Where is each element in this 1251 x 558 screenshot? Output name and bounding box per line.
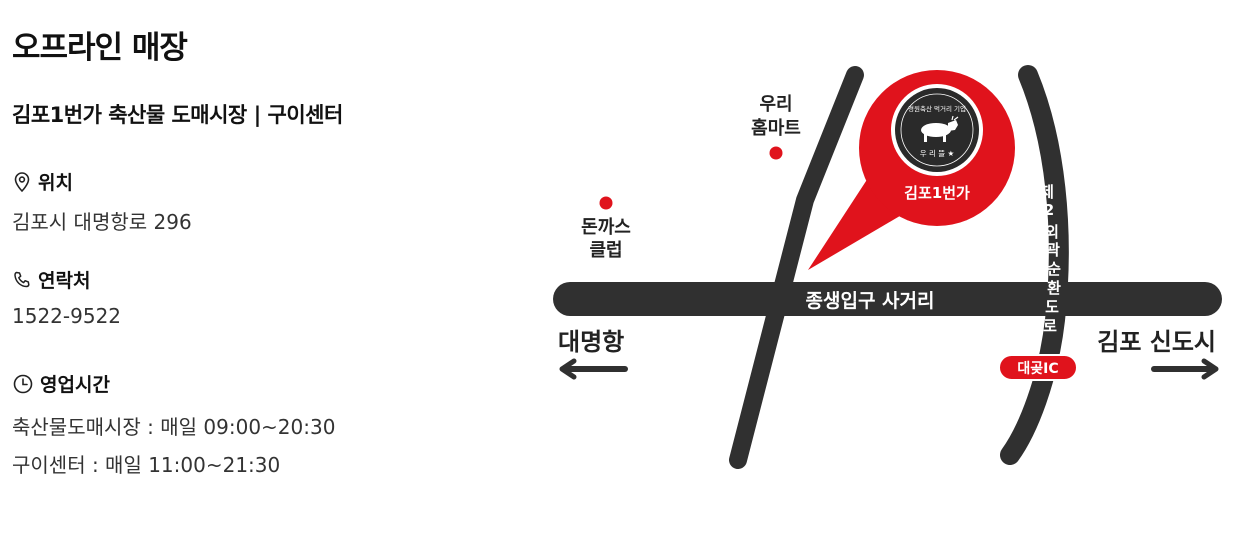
- cow-icon: [921, 115, 959, 142]
- store-subtitle: 김포1번가 축산물 도매시장 | 구이센터: [12, 103, 343, 127]
- landmark-cutlet-line2: 클럽: [589, 240, 622, 261]
- page-title: 오프라인 매장: [12, 30, 188, 66]
- contact-label: 연락처: [38, 270, 91, 292]
- contact-heading: 연락처: [12, 266, 90, 293]
- road-ring-char: 외: [1045, 223, 1059, 241]
- direction-left-label: 대명항: [558, 328, 624, 356]
- hours-heading: 영업시간: [12, 370, 110, 397]
- phone-icon: [12, 270, 32, 290]
- directions-map: 종생입구 사거리 제 2 외 곽 순 환 도 로 우리 홈마트 돈까스 클럽 경…: [553, 65, 1222, 469]
- location-address: 김포시 대명항로 296: [12, 210, 192, 234]
- direction-right-label: 김포 신도시: [1097, 328, 1216, 356]
- road-ring-char: 순: [1047, 260, 1061, 278]
- clock-icon: [12, 373, 34, 395]
- road-ring-char: 도: [1045, 298, 1059, 316]
- store-logo-inner-ring: [900, 93, 974, 167]
- ic-badge-label: 대곶IC: [1017, 361, 1058, 377]
- hours-market: 축산물도매시장 : 매일 09:00~20:30: [12, 415, 336, 439]
- store-pin-marker[interactable]: 경원축산 먹거리 기업 우 리 뜰 ★ 김포1번가: [808, 70, 1015, 270]
- road-ring-label: 제 2 외 곽 순 환 도 로: [1040, 183, 1061, 335]
- landmark-homemart-line1: 우리: [759, 94, 792, 115]
- location-label: 위치: [38, 172, 73, 194]
- landmark-homemart-line2: 홈마트: [751, 117, 801, 139]
- arrow-right-icon: [1151, 358, 1219, 380]
- landmark-cutlet-dot: [599, 196, 613, 210]
- landmark-cutlet-line1: 돈까스: [581, 217, 631, 238]
- hours-label: 영업시간: [40, 374, 110, 396]
- road-ring-char: 환: [1047, 279, 1061, 297]
- contact-phone[interactable]: 1522-9522: [12, 304, 122, 328]
- location-pin-icon: [12, 171, 32, 193]
- road-main-label: 종생입구 사거리: [806, 290, 935, 312]
- store-pin-label: 김포1번가: [904, 184, 970, 202]
- store-logo-top-text: 경원축산 먹거리 기업: [908, 104, 966, 113]
- road-ring-char: 로: [1043, 317, 1057, 335]
- road-ring-char: 제: [1040, 183, 1054, 201]
- road-ring-char: 곽: [1046, 241, 1060, 259]
- location-heading: 위치: [12, 168, 73, 195]
- landmark-homemart-dot: [769, 146, 783, 160]
- store-logo-bottom-text: 우 리 뜰 ★: [920, 149, 955, 158]
- arrow-left-icon: [559, 358, 628, 380]
- hours-grill: 구이센터 : 매일 11:00~21:30: [12, 453, 281, 477]
- road-ring-char: 2: [1044, 201, 1054, 219]
- ic-badge: [998, 354, 1078, 381]
- road-left: [729, 66, 864, 469]
